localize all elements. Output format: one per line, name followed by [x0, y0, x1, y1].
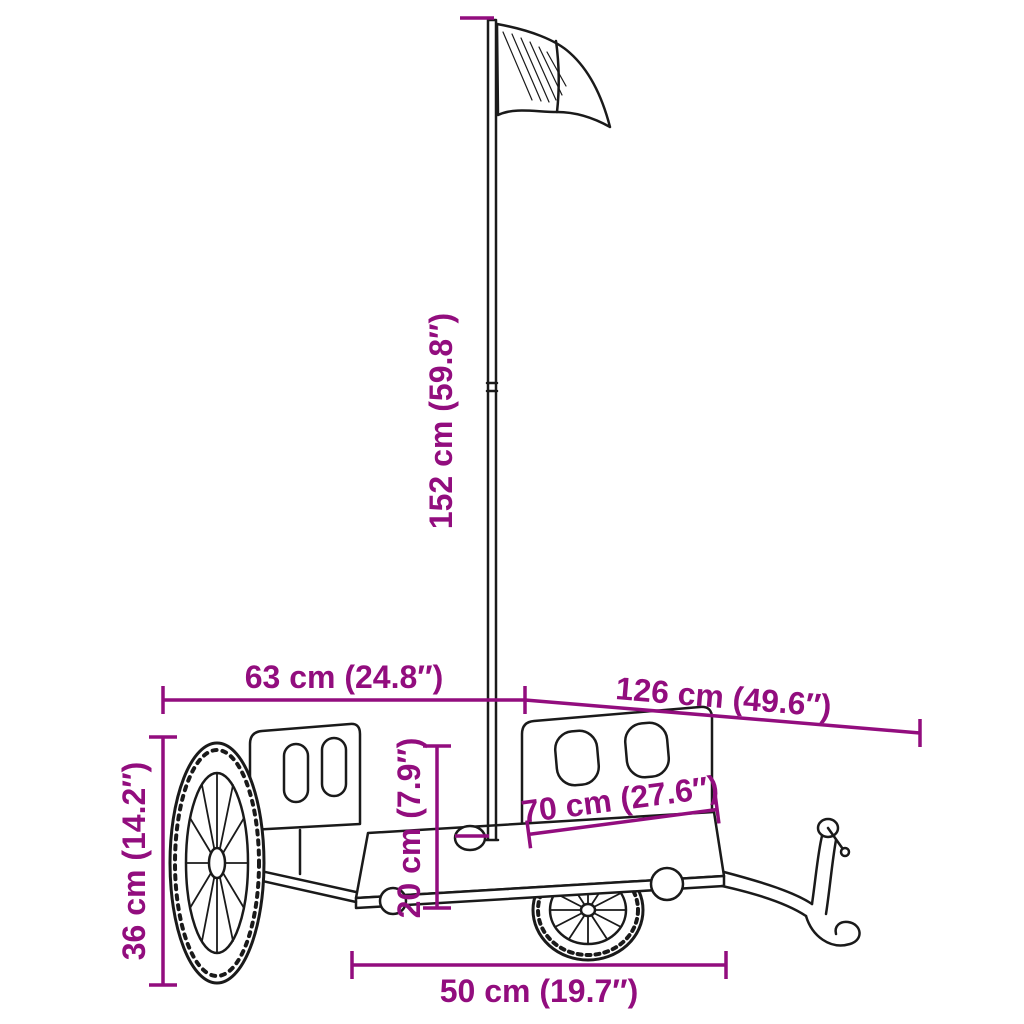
right-panel-slot-1 [553, 729, 601, 787]
dim-line-70-group [525, 795, 721, 849]
flag-hatch [502, 31, 567, 103]
left-side-panel [248, 722, 362, 832]
dimension-label-wheel-height: 36 cm (14.2″) [116, 762, 152, 961]
hitch-tube-top [722, 870, 814, 906]
pole-lines [484, 18, 500, 842]
safety-flag [495, 22, 612, 129]
right-wheel-hub [579, 902, 597, 918]
flag-pole [453, 18, 500, 852]
pole-mount [453, 824, 487, 852]
dimension-label-rear-width: 63 cm (24.8″) [245, 659, 444, 695]
hitch-hook [804, 914, 861, 947]
dim-line-152 [455, 16, 494, 838]
coupler-body [810, 834, 838, 916]
left-panel-slot-1 [282, 742, 310, 804]
trailer-line-art [168, 18, 861, 985]
dimension-label-pole-height: 152 cm (59.8″) [423, 313, 459, 529]
front-right-roller [649, 866, 685, 902]
flag-outline [495, 22, 612, 129]
clamp-lever-knob [839, 846, 851, 858]
dim-line-20 [423, 744, 451, 910]
dimension-label-panel-height: 20 cm (7.9″) [391, 738, 427, 919]
left-wheel [168, 741, 266, 985]
dim-line-70 [525, 795, 721, 849]
flag-fold-line [554, 39, 560, 114]
dim-line-50 [350, 951, 728, 979]
dimension-annotations [149, 16, 922, 987]
cargo-bed [354, 810, 726, 910]
left-panel-slot-2 [320, 736, 348, 798]
left-tire-tread [173, 748, 261, 978]
dim-line-36 [149, 735, 177, 987]
right-panel-slot-2 [623, 721, 671, 779]
front-left-roller [378, 886, 408, 916]
left-wheel-hub [207, 846, 227, 880]
hitch-arm [720, 817, 861, 947]
dim-line-126 [524, 698, 922, 747]
dimension-label-bed-length: 50 cm (19.7″) [440, 973, 639, 1009]
left-wheel-spokes [185, 772, 249, 954]
hitch-tube-bottom [720, 884, 808, 918]
